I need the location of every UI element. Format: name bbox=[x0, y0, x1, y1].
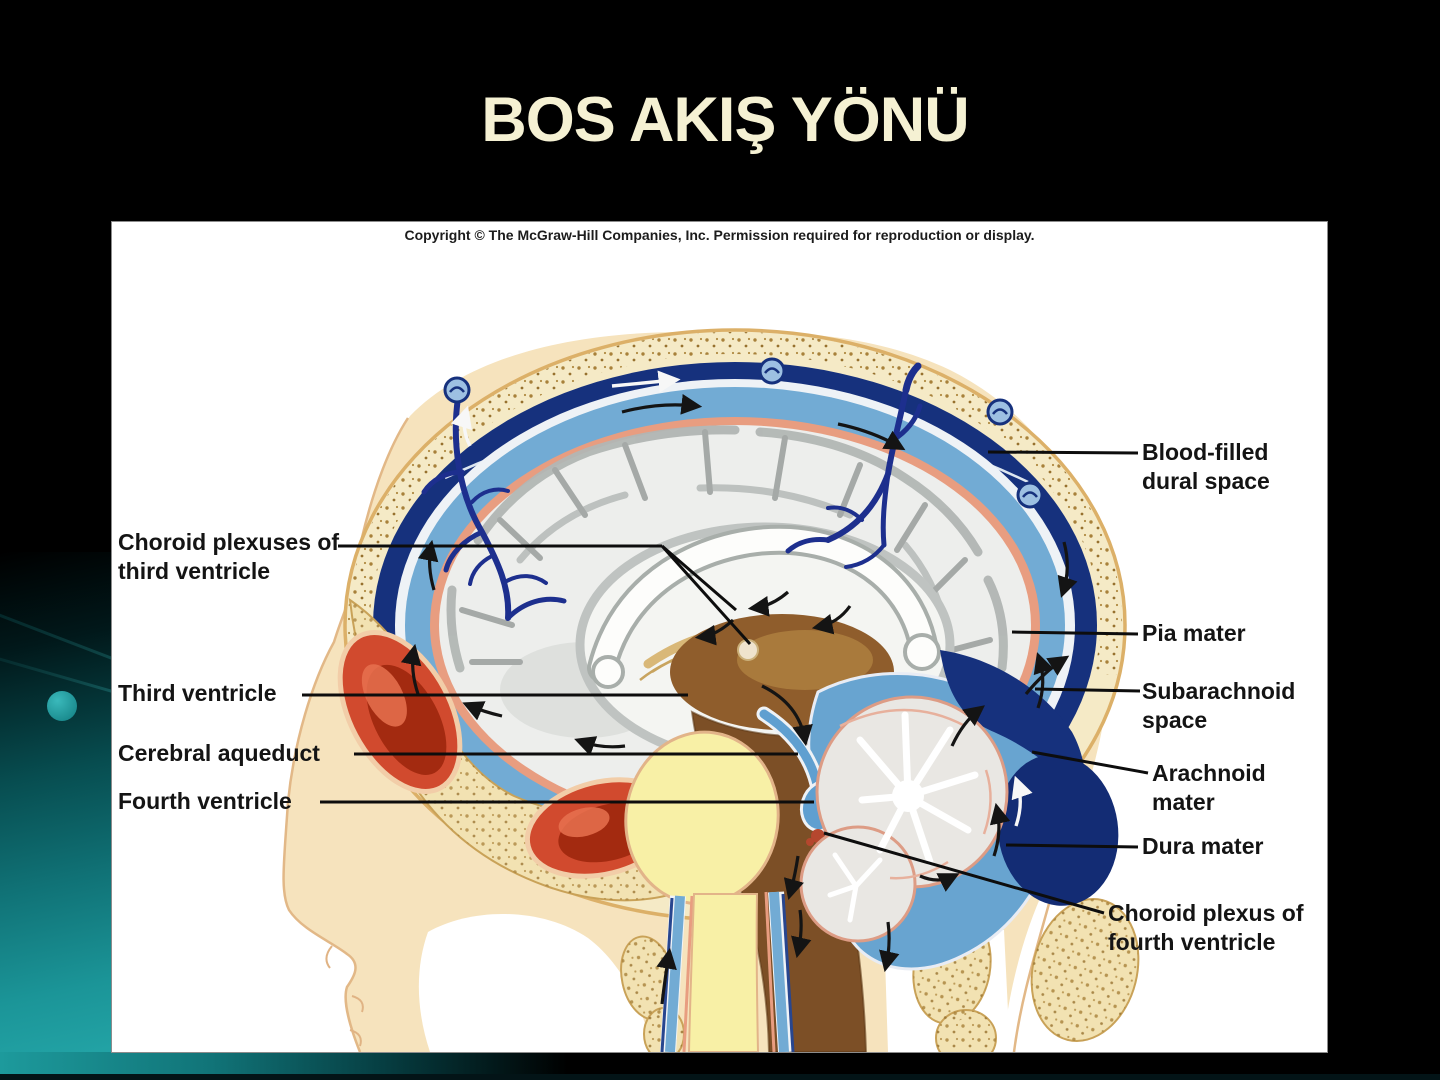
frontal-sinus bbox=[337, 630, 463, 794]
label-subarachnoid-space: Subarachnoid space bbox=[1142, 678, 1296, 733]
label-choroid-plexuses-third-ventricle: Choroid plexuses of third ventricle bbox=[118, 529, 340, 584]
slide-title: BOS AKIŞ YÖNÜ bbox=[481, 85, 970, 155]
teal-dot-decoration bbox=[47, 691, 77, 721]
bottom-edge-strip bbox=[0, 1074, 1440, 1080]
cerebral-veins bbox=[421, 362, 923, 621]
label-choroid-plexus-fourth-ventricle: Choroid plexus of fourth ventricle bbox=[1108, 900, 1304, 955]
label-arachnoid-mater: Arachnoid mater bbox=[1152, 760, 1266, 815]
label-cerebral-aqueduct: Cerebral aqueduct bbox=[118, 740, 320, 766]
label-pia-mater: Pia mater bbox=[1142, 620, 1246, 646]
copyright-text: Copyright © The McGraw-Hill Companies, I… bbox=[404, 227, 1035, 243]
teal-corner-decoration bbox=[0, 552, 113, 1080]
venous-flow-arrows bbox=[450, 370, 1033, 827]
label-dura-mater: Dura mater bbox=[1142, 833, 1264, 859]
pons bbox=[624, 730, 780, 906]
label-blood-filled-dural-space: Blood-filled dural space bbox=[1142, 439, 1270, 494]
label-third-ventricle: Third ventricle bbox=[118, 680, 277, 706]
label-pointer-lines bbox=[302, 450, 1149, 915]
arachnoid-villi bbox=[443, 357, 1044, 509]
brain-csf-diagram bbox=[282, 328, 1149, 1052]
figure-panel: Copyright © The McGraw-Hill Companies, I… bbox=[112, 222, 1327, 1052]
corpus-callosum bbox=[587, 524, 941, 689]
cerebellum bbox=[799, 695, 1009, 943]
label-fourth-ventricle: Fourth ventricle bbox=[118, 788, 292, 814]
